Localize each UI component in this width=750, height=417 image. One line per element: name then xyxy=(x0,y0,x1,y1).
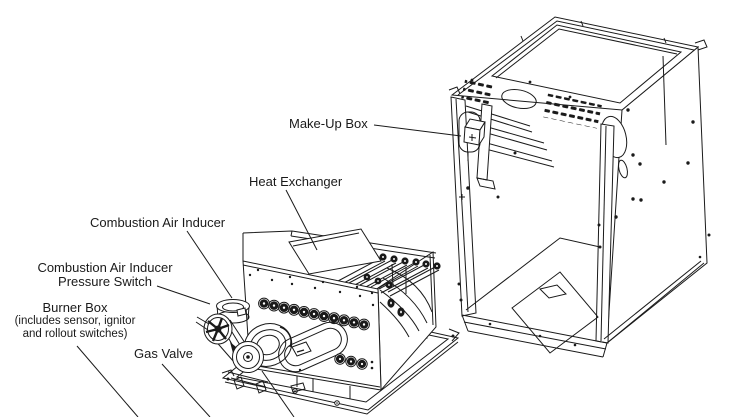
louver-vents xyxy=(461,77,602,129)
heat-exchanger-assembly-drawing xyxy=(195,228,460,417)
burner-box-label-sub2: and rollout switches) xyxy=(22,328,128,340)
make-up-box-part xyxy=(458,111,486,161)
leader-lines xyxy=(76,124,462,417)
leader-burner-box xyxy=(76,345,139,417)
combustion-air-inducer-label: Combustion Air Inducer xyxy=(90,215,226,230)
inducer-motor xyxy=(232,341,264,373)
make-up-box-label: Make-Up Box xyxy=(289,116,368,131)
burner-box-label-title: Burner Box xyxy=(42,300,108,315)
leader-make-up-box xyxy=(373,124,462,137)
leader-combustion-air-inducer xyxy=(186,230,233,299)
panel-holes xyxy=(248,268,375,372)
leader-gas-valve xyxy=(161,363,211,417)
burner-ports xyxy=(258,297,370,370)
pressure-switch-part xyxy=(203,313,233,345)
gasket-racetrack xyxy=(278,321,348,373)
exhaust-collar xyxy=(216,299,250,324)
leader-heat-exchanger xyxy=(285,189,318,251)
combustion-air-inducer-part xyxy=(195,299,348,417)
heat-exchanger-label: Heat Exchanger xyxy=(249,174,343,189)
pressure-switch-label-line1: Combustion Air Inducer xyxy=(37,260,173,275)
heat-exchanger-tubes xyxy=(337,253,441,297)
cabinet-screws xyxy=(457,78,711,347)
burner-box-label-sub1: (includes sensor, ignitor xyxy=(14,315,136,327)
top-flue-hole xyxy=(501,88,537,110)
burner-box-label: Burner Box (includes sensor, ignitor and… xyxy=(0,301,150,341)
cabinet-drawing xyxy=(448,16,711,358)
pressure-switch-label: Combustion Air Inducer Pressure Switch xyxy=(25,261,185,289)
pressure-switch-label-line2: Pressure Switch xyxy=(58,274,152,289)
gas-valve-label: Gas Valve xyxy=(134,346,194,361)
leader-pressure-switch xyxy=(156,285,211,305)
shield-plate xyxy=(288,228,382,275)
